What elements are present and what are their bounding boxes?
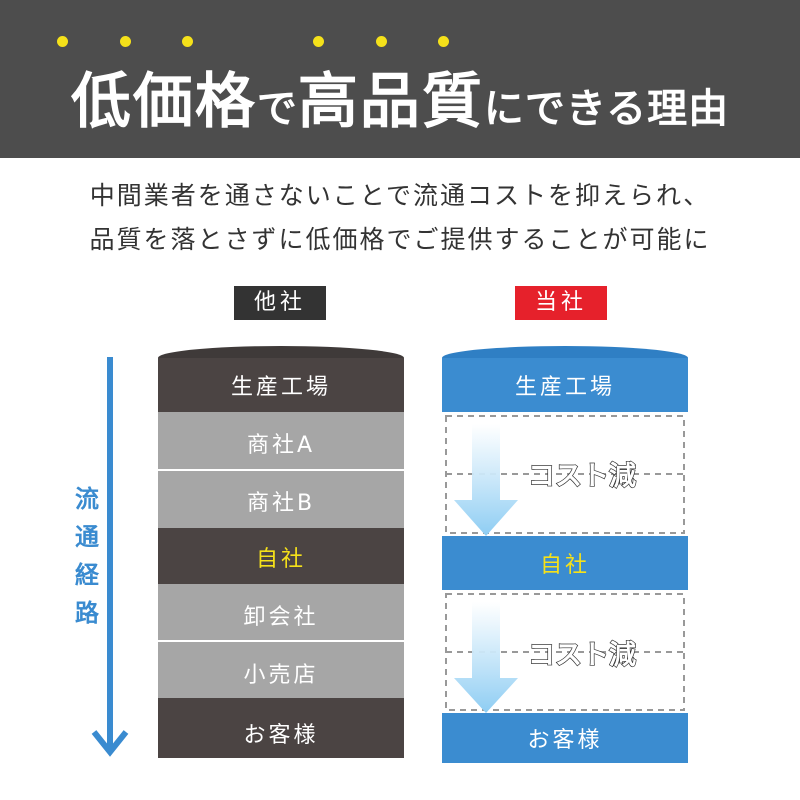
flow-route-char: 経	[75, 561, 99, 589]
our-stage-customer: お客様	[527, 728, 602, 753]
decor-dot	[438, 36, 449, 47]
flow-route-char: 流	[75, 485, 99, 513]
page-title: 低価格で高品質にできる理由	[0, 52, 800, 152]
flow-route-arrow	[91, 357, 129, 757]
decor-dot	[182, 36, 193, 47]
title-high-quality: 高品質	[297, 67, 484, 137]
other-stage-wholesaler: 卸会社	[243, 605, 318, 630]
flow-route-label: 流 通 経 路	[67, 480, 107, 632]
other-stage-trader-a: 商社A	[247, 433, 315, 458]
decor-dot	[313, 36, 324, 47]
cost-reduction-label: コスト減	[528, 640, 636, 671]
other-company-badge: 他社	[234, 286, 326, 320]
title-low-price: 低価格	[70, 67, 257, 137]
cost-reduction-label: コスト減	[528, 461, 636, 492]
other-stage-retailer: 小売店	[243, 663, 318, 688]
header-banner	[0, 0, 800, 158]
other-stage-factory: 生産工場	[231, 375, 331, 400]
other-stage-customer: お客様	[243, 723, 318, 748]
flow-route-char: 通	[75, 523, 99, 551]
subtitle-line-2: 品質を落とさずに低価格でご提供することが可能に	[89, 225, 711, 254]
decor-dot	[57, 36, 68, 47]
decor-dot	[376, 36, 387, 47]
decor-dot	[120, 36, 131, 47]
cost-down-arrow-icon	[454, 424, 518, 536]
our-stage-own-company: 自社	[540, 553, 590, 578]
cost-down-arrow-icon	[454, 602, 518, 713]
title-particle: で	[256, 86, 298, 132]
flow-route-char: 路	[75, 599, 99, 627]
our-company-badge: 当社	[515, 286, 607, 320]
title-suffix: にできる理由	[483, 86, 730, 132]
subtitle-line-1: 中間業者を通さないことで流通コストを抑えられ、	[89, 181, 711, 210]
other-company-cylinder	[158, 346, 404, 758]
other-stage-trader-b: 商社B	[247, 491, 315, 516]
our-stage-factory: 生産工場	[515, 375, 615, 400]
other-stage-own-company: 自社	[256, 547, 306, 572]
